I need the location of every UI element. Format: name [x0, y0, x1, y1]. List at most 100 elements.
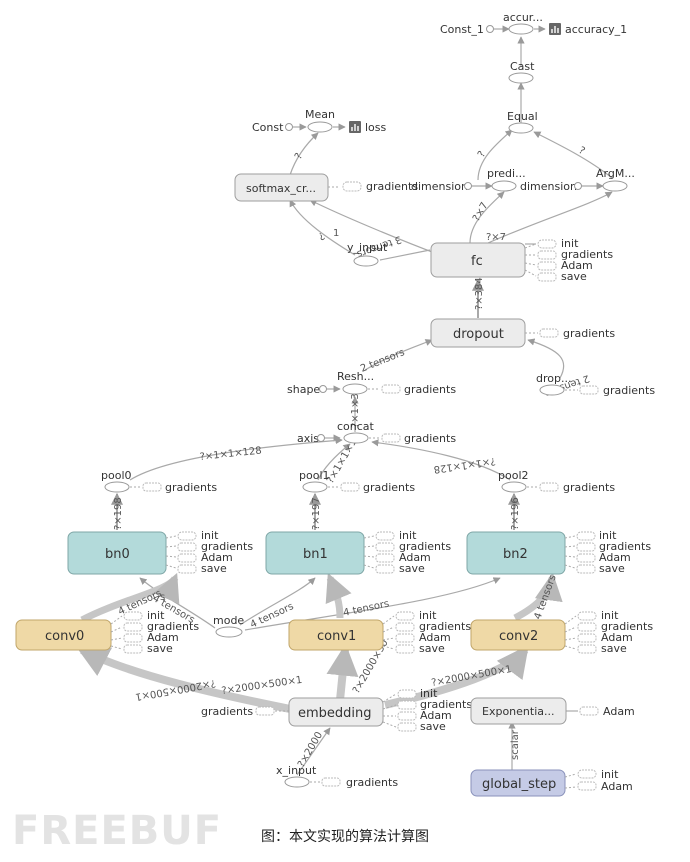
node-dimension-b[interactable]: dimension: [520, 180, 582, 193]
edge-label-p2: ?×1×1×128: [433, 455, 496, 475]
label-pool0-gradients: gradients: [165, 481, 217, 494]
node-softmax[interactable]: softmax_cr...: [234, 173, 329, 202]
node-drop-small[interactable]: drop... gradients: [536, 372, 655, 397]
node-global-step[interactable]: global_step: [470, 769, 566, 797]
node-argmax[interactable]: ArgM...: [596, 167, 635, 192]
label-exponential: Exponentia...: [482, 705, 554, 718]
label-const: Const: [252, 121, 284, 134]
conv1-aux: init gradients Adam save: [382, 609, 471, 655]
node-accuracy[interactable]: accur...: [503, 11, 543, 35]
label-conv0: conv0: [45, 629, 84, 644]
label-reshape-gradients: gradients: [404, 383, 456, 396]
node-conv0[interactable]: conv0: [15, 619, 112, 651]
node-pool2[interactable]: pool2 gradients: [498, 469, 615, 494]
edge-labels: ?×7 ?×7 ?×384 3 tensors 2 tensors 2 tens…: [113, 145, 591, 769]
edge-label-one: 1: [333, 228, 339, 239]
edge-softmax-mean: [289, 132, 319, 176]
label-conv0-save: save: [147, 642, 173, 655]
node-shape[interactable]: shape: [287, 383, 327, 396]
node-embedding[interactable]: embedding: [288, 697, 384, 727]
softmax-aux: gradients: [328, 180, 418, 193]
label-concat-gradients: gradients: [404, 432, 456, 445]
label-dimension-a: dimension: [411, 180, 468, 193]
node-reshape[interactable]: Resh... gradients: [337, 370, 456, 396]
label-bn0-init: init: [201, 529, 219, 542]
node-dropout[interactable]: dropout: [430, 318, 526, 348]
node-const[interactable]: Const: [252, 121, 293, 134]
label-accuracy-summary: accuracy_1: [565, 23, 627, 36]
label-bn1-adam: Adam: [399, 551, 431, 564]
conv2-aux: init gradients Adam save: [564, 609, 653, 655]
label-embedding-gradients: gradients: [420, 698, 472, 711]
edge-dropsmall-dropout: [527, 338, 565, 379]
label-embedding: embedding: [298, 706, 372, 721]
edge-argmax-equal: [533, 131, 613, 179]
node-conv1[interactable]: conv1: [288, 619, 384, 651]
node-bn1[interactable]: bn1: [265, 531, 365, 575]
label-conv2-save: save: [601, 642, 627, 655]
edge-embedding-conv2: [384, 644, 529, 709]
label-global-step: global_step: [482, 777, 556, 792]
edge-label-q-b: ?: [577, 145, 587, 157]
node-cast[interactable]: Cast: [508, 60, 535, 84]
node-y-input[interactable]: y_input: [347, 241, 388, 267]
edge-label-emb-b: ?×2000×500×1: [221, 675, 303, 697]
node-bn0[interactable]: bn0: [67, 531, 167, 575]
label-conv1-gradients: gradients: [419, 620, 471, 633]
label-y-input: y_input: [347, 241, 388, 254]
label-argmax: ArgM...: [596, 167, 635, 180]
label-equal: Equal: [507, 110, 538, 123]
node-fc[interactable]: fc: [430, 242, 526, 278]
label-conv2-gradients: gradients: [601, 620, 653, 633]
node-exponential[interactable]: Exponentia...: [470, 697, 567, 725]
label-softmax-gradients: gradients: [366, 180, 418, 193]
label-conv1-save: save: [419, 642, 445, 655]
edge-pool0-concat: [129, 436, 343, 481]
label-const1: Const_1: [440, 23, 484, 36]
label-global-step-adam: Adam: [601, 780, 633, 793]
label-bn2: bn2: [503, 547, 528, 562]
label-cast: Cast: [510, 60, 535, 73]
edge-mode-bn1: [239, 577, 316, 626]
node-axis[interactable]: axis: [297, 432, 325, 445]
label-bn1-init: init: [399, 529, 417, 542]
node-mode[interactable]: mode: [213, 614, 244, 638]
label-predict: predi...: [487, 167, 526, 180]
edge-conv0-bn0: [80, 572, 180, 624]
label-fc: fc: [471, 254, 483, 269]
node-mean[interactable]: Mean: [305, 108, 335, 133]
node-dimension-a[interactable]: dimension: [411, 180, 472, 193]
edge-mode-bn2: [244, 577, 501, 631]
label-conv0-init: init: [147, 609, 165, 622]
label-exponential-adam: Adam: [603, 705, 635, 718]
node-equal[interactable]: Equal: [507, 110, 538, 134]
edge-conv1-bn1: [325, 572, 352, 619]
label-bn2-adam: Adam: [599, 551, 631, 564]
edge-embedding-conv0: [76, 646, 296, 714]
node-pool0[interactable]: pool0 gradients: [101, 469, 217, 494]
node-const1[interactable]: Const_1: [440, 23, 494, 36]
dropout-aux: gradients: [525, 327, 615, 340]
node-accuracy-summary[interactable]: accuracy_1: [549, 23, 627, 36]
label-bn2-gradients: gradients: [599, 540, 651, 553]
label-mean: Mean: [305, 108, 335, 121]
node-concat[interactable]: concat gradients: [337, 420, 456, 445]
label-x-input: x_input: [276, 764, 317, 777]
node-loss[interactable]: loss: [349, 121, 387, 134]
label-drop-small: drop...: [536, 372, 571, 385]
label-fc-init: init: [561, 237, 579, 250]
node-bn2[interactable]: bn2: [466, 531, 566, 575]
const1-icon: [486, 25, 494, 33]
node-pool1[interactable]: pool1 gradients: [299, 469, 415, 494]
node-x-input[interactable]: x_input gradients: [276, 764, 398, 789]
label-global-step-init: init: [601, 768, 619, 781]
edge-yinput-softmax: [289, 199, 356, 256]
label-pool2: pool2: [498, 469, 529, 482]
node-conv2[interactable]: conv2: [470, 619, 566, 651]
label-embedding-gradients-left: gradients: [201, 705, 253, 718]
embedding-left-aux: gradients: [201, 705, 289, 718]
edge-fc-softmax: [309, 199, 441, 256]
edge-xinput-embedding: [296, 727, 331, 776]
node-predict[interactable]: predi...: [487, 167, 526, 192]
